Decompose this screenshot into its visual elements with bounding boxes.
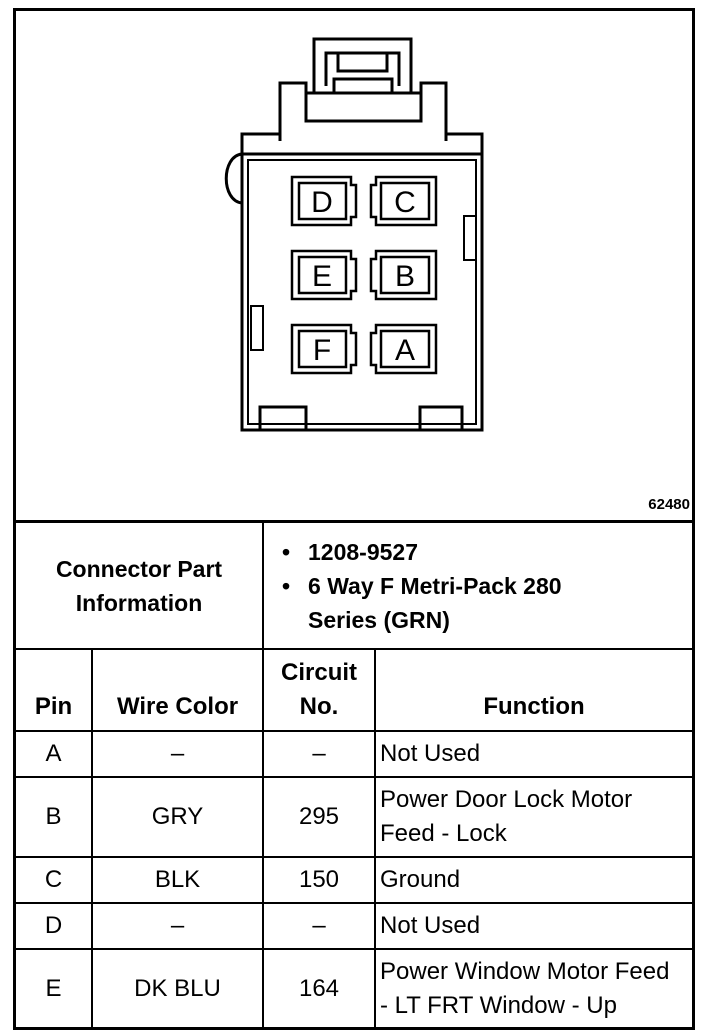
function-cell: Power Window Motor Feed - LT FRT Window …: [374, 948, 693, 1030]
pin-cell: E: [16, 948, 93, 1030]
table-row: D – – Not Used: [16, 902, 693, 950]
table-row: A – – Not Used: [16, 730, 693, 778]
circuit-header: Circuit No.: [262, 648, 377, 732]
pin-cell: B: [16, 776, 93, 858]
table-header-row: Pin Wire Color Circuit No. Function: [16, 648, 693, 732]
wire-color-cell: –: [90, 730, 265, 778]
wire-color-cell: DK BLU: [90, 948, 265, 1030]
pin-cell: C: [16, 856, 93, 904]
connector-diagram: D C E B F A 62480: [16, 11, 692, 523]
pin-header: Pin: [16, 648, 93, 732]
cavity-label-a: A: [395, 334, 415, 367]
function-cell: Not Used: [374, 730, 693, 778]
connector-info-row: Connector Part Information 1208-9527 6 W…: [16, 523, 693, 650]
connector-type: 6 Way F Metri-Pack 280 Series (GRN): [282, 569, 688, 637]
wire-color-cell: BLK: [90, 856, 265, 904]
connector-info-label: Connector Part Information: [16, 523, 265, 650]
wire-color-cell: –: [90, 902, 265, 950]
connector-table: Connector Part Information 1208-9527 6 W…: [16, 523, 693, 1030]
function-cell: Ground: [374, 856, 693, 904]
cavity-label-e: E: [312, 260, 332, 293]
cavity-label-c: C: [394, 186, 416, 219]
circuit-cell: 150: [262, 856, 377, 904]
figure-id: 62480: [648, 496, 690, 513]
connector-face-drawing: D C E B F A: [224, 37, 484, 432]
cavity-label-f: F: [313, 334, 331, 367]
circuit-cell: 164: [262, 948, 377, 1030]
function-header: Function: [374, 648, 693, 732]
circuit-cell: –: [262, 902, 377, 950]
wire-color-header: Wire Color: [90, 648, 265, 732]
pin-cell: A: [16, 730, 93, 778]
circuit-cell: –: [262, 730, 377, 778]
part-number: 1208-9527: [282, 535, 688, 569]
table-row: E DK BLU 164 Power Window Motor Feed - L…: [16, 948, 693, 1030]
cavity-label-d: D: [311, 186, 333, 219]
pin-cell: D: [16, 902, 93, 950]
table-row: B GRY 295 Power Door Lock Motor Feed - L…: [16, 776, 693, 858]
cavity-label-b: B: [395, 260, 415, 293]
document-frame: D C E B F A 62480 Connector Part Informa…: [13, 8, 695, 1030]
wire-color-cell: GRY: [90, 776, 265, 858]
circuit-cell: 295: [262, 776, 377, 858]
function-cell: Not Used: [374, 902, 693, 950]
function-cell: Power Door Lock Motor Feed - Lock: [374, 776, 693, 858]
connector-info-list: 1208-9527 6 Way F Metri-Pack 280 Series …: [262, 523, 693, 650]
table-row: C BLK 150 Ground: [16, 856, 693, 904]
